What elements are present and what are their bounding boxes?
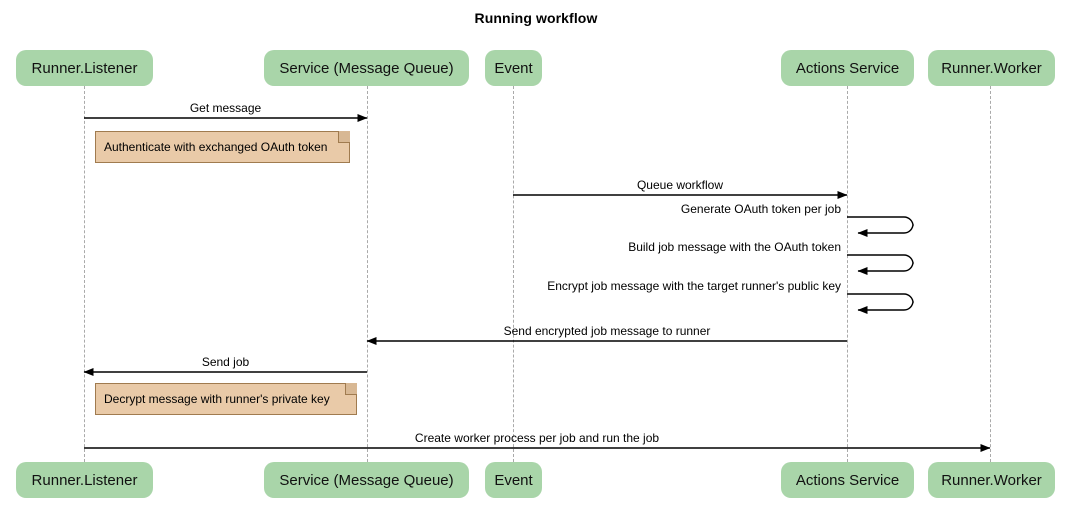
participant-runner-listener-top[interactable]: Runner.Listener <box>16 50 153 86</box>
participant-label: Actions Service <box>795 59 900 77</box>
note-authenticate: Authenticate with exchanged OAuth token <box>95 131 350 163</box>
participant-label: Runner.Listener <box>31 59 138 77</box>
self-message-build-job-message <box>847 254 914 275</box>
lifeline-actions-service <box>847 86 848 462</box>
message-label-get-message: Get message <box>189 101 262 115</box>
participant-runner-worker-top[interactable]: Runner.Worker <box>928 50 1055 86</box>
participant-label: Service (Message Queue) <box>279 59 454 77</box>
message-label-build-job-message: Build job message with the OAuth token <box>628 240 841 254</box>
participant-actions-service-top[interactable]: Actions Service <box>781 50 914 86</box>
message-label-queue-workflow: Queue workflow <box>636 178 724 192</box>
lifeline-runner-listener <box>84 86 85 462</box>
participant-label: Runner.Worker <box>941 59 1042 77</box>
message-label-send-encrypted-job: Send encrypted job message to runner <box>503 324 711 338</box>
participant-actions-service-bottom[interactable]: Actions Service <box>781 462 914 498</box>
page-title: Running workflow <box>474 10 598 26</box>
note-decrypt: Decrypt message with runner's private ke… <box>95 383 357 415</box>
self-message-generate-token <box>847 216 914 237</box>
self-message-encrypt-job <box>847 293 914 314</box>
participant-service-mq-top[interactable]: Service (Message Queue) <box>264 50 469 86</box>
participant-runner-worker-bottom[interactable]: Runner.Worker <box>928 462 1055 498</box>
participant-service-mq-bottom[interactable]: Service (Message Queue) <box>264 462 469 498</box>
participant-label: Event <box>494 471 533 489</box>
participant-event-bottom[interactable]: Event <box>485 462 542 498</box>
participant-label: Actions Service <box>795 471 900 489</box>
message-label-create-worker: Create worker process per job and run th… <box>414 431 660 445</box>
participant-runner-listener-bottom[interactable]: Runner.Listener <box>16 462 153 498</box>
note-fold-corner-icon <box>338 131 350 143</box>
note-text: Decrypt message with runner's private ke… <box>104 392 330 406</box>
lifeline-service-mq <box>367 86 368 462</box>
participant-event-top[interactable]: Event <box>485 50 542 86</box>
lifeline-runner-worker <box>990 86 991 462</box>
participant-label: Runner.Worker <box>941 471 1042 489</box>
participant-label: Event <box>494 59 533 77</box>
message-label-send-job: Send job <box>201 355 250 369</box>
participant-label: Runner.Listener <box>31 471 138 489</box>
message-label-generate-token: Generate OAuth token per job <box>680 202 841 216</box>
note-text: Authenticate with exchanged OAuth token <box>104 140 328 154</box>
participant-label: Service (Message Queue) <box>279 471 454 489</box>
note-fold-corner-icon <box>345 383 357 395</box>
message-label-encrypt-job: Encrypt job message with the target runn… <box>547 279 841 293</box>
lifeline-event <box>513 86 514 462</box>
